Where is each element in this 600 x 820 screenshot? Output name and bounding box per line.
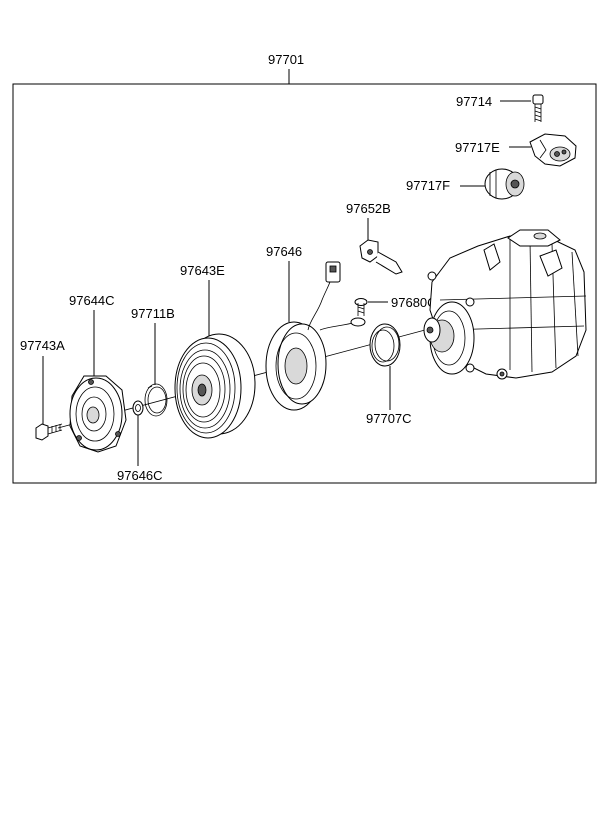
label-97652b: 97652B (346, 201, 391, 216)
leader-lines (42, 100, 531, 466)
compressor-body (423, 229, 587, 380)
shim-97707c (369, 323, 401, 367)
hub-97644c (69, 375, 127, 453)
screw-97680c (354, 298, 368, 316)
bolt-97743a (35, 423, 63, 441)
field-coil-97646 (265, 261, 366, 411)
shim-97646c (132, 400, 144, 416)
snap-ring-97711b (144, 383, 168, 417)
label-97646: 97646 (266, 244, 302, 259)
bracket-97652b (359, 239, 403, 275)
label-97714: 97714 (456, 94, 492, 109)
label-97701: 97701 (268, 52, 304, 67)
label-97680c: 97680C (391, 295, 437, 310)
label-97643e: 97643E (180, 263, 225, 278)
label-97711b: 97711B (131, 306, 175, 321)
label-97717f: 97717F (406, 178, 450, 193)
label-97743a: 97743A (20, 338, 65, 353)
label-97644c: 97644C (69, 293, 115, 308)
label-97707c: 97707C (366, 411, 412, 426)
pulley-97643e (174, 333, 256, 439)
assembly-frame (12, 83, 597, 484)
switch-97717e (529, 133, 577, 167)
bolt-97714 (532, 94, 544, 122)
label-97646c: 97646C (117, 468, 163, 483)
label-97717e: 97717E (455, 140, 500, 155)
valve-97717f (484, 168, 525, 200)
